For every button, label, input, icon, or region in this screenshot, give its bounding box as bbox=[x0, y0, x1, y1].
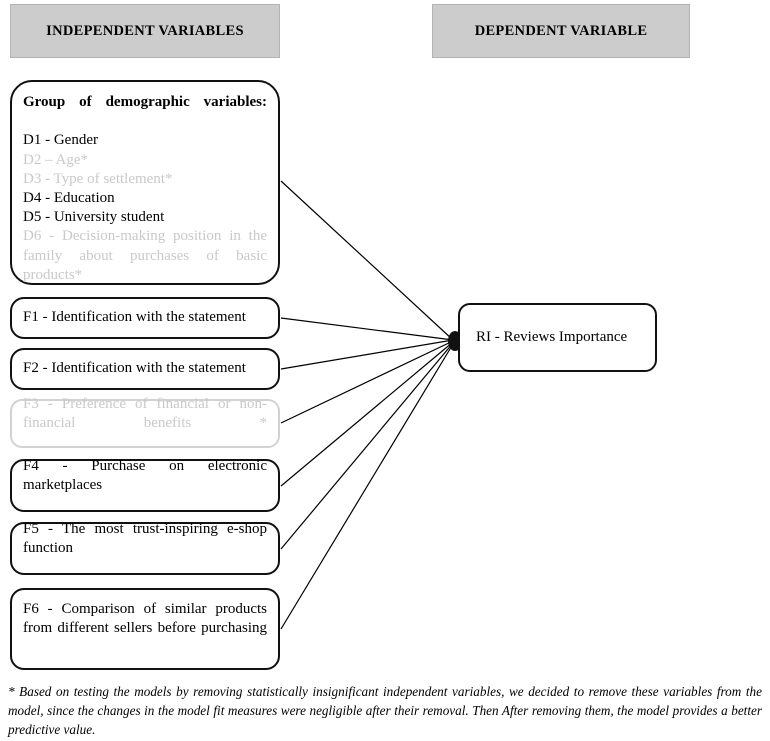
node-f1[interactable]: F1 - Identification with the statement bbox=[10, 297, 280, 339]
node-f3[interactable]: F3 - Preference of financial or non-fina… bbox=[10, 396, 280, 448]
demographic-item-d5: D5 - University student bbox=[23, 209, 165, 226]
connector-demographic-to-ri bbox=[280, 180, 454, 341]
node-f6-label: F6 - Comparison of similar products from… bbox=[23, 601, 267, 637]
demographic-item-d4: D4 - Education bbox=[23, 189, 115, 206]
connector-f6-to-ri bbox=[280, 343, 454, 630]
node-f4[interactable]: F4 - Purchase on electronic marketplaces bbox=[10, 457, 280, 512]
node-f2[interactable]: F2 - Identification with the statement bbox=[10, 348, 280, 390]
node-f6[interactable]: F6 - Comparison of similar products from… bbox=[10, 588, 280, 670]
node-f4-label: F4 - Purchase on electronic marketplaces bbox=[23, 457, 267, 493]
node-f3-label: F3 - Preference of financial or non-fina… bbox=[23, 395, 267, 431]
demographic-item-d1: D1 - Gender bbox=[23, 132, 98, 149]
demographic-item-d6: D6 - Decision-making position in the fam… bbox=[23, 228, 267, 283]
connector-f4-to-ri bbox=[280, 341, 454, 487]
node-ri-label: RI - Reviews Importance bbox=[476, 328, 628, 345]
node-demographic-variables[interactable]: Group of demographic variables: D1 - Gen… bbox=[10, 80, 280, 285]
connector-f2-to-ri bbox=[280, 339, 454, 370]
node-reviews-importance[interactable]: RI - Reviews Importance bbox=[458, 303, 657, 372]
demographic-title: Group of demographic variables: bbox=[23, 94, 267, 110]
demographic-item-d2: D2 – Age* bbox=[23, 151, 88, 168]
connector-f5-to-ri bbox=[280, 342, 454, 550]
demographic-item-d3: D3 - Type of settlement* bbox=[23, 170, 173, 187]
header-independent-variables: INDEPENDENT VARIABLES bbox=[10, 4, 280, 58]
connector-f1-to-ri bbox=[280, 317, 454, 341]
node-f5-label: F5 - The most trust-inspiring e-shop fun… bbox=[23, 520, 267, 556]
header-dependent-variable: DEPENDENT VARIABLE bbox=[432, 4, 690, 58]
node-f1-label: F1 - Identification with the statement bbox=[23, 309, 246, 326]
connector-f3-to-ri bbox=[280, 340, 454, 424]
node-f2-label: F2 - Identification with the statement bbox=[23, 360, 246, 377]
node-f5[interactable]: F5 - The most trust-inspiring e-shop fun… bbox=[10, 520, 280, 575]
footnote-text: * Based on testing the models by removin… bbox=[8, 684, 762, 738]
